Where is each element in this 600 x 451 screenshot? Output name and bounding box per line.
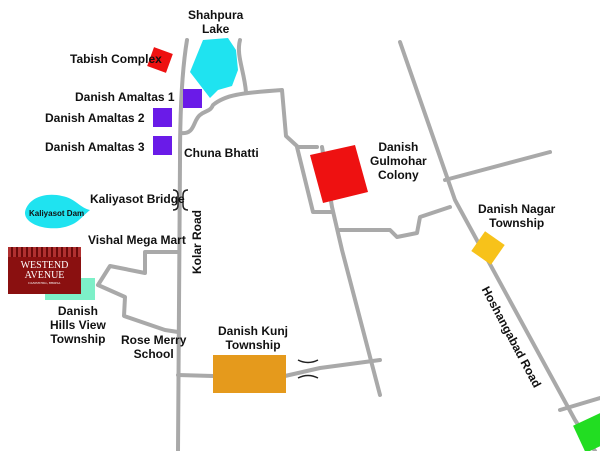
- gulmohar-west-road: [295, 145, 335, 214]
- kolar-road-line: [176, 38, 189, 451]
- vishal-mega-mart-label: Vishal Mega Mart: [88, 233, 186, 247]
- rose-merry-road: [176, 373, 215, 378]
- kaliyasot-bridge-label: Kaliyasot Bridge: [90, 192, 185, 206]
- danish-nagar-marker: [471, 231, 505, 265]
- kaliyasot-dam: [24, 194, 90, 229]
- shahpura-lake: [190, 38, 238, 98]
- chuna-bhatti-road: [179, 88, 319, 149]
- danish-gulmohar-marker: [310, 145, 368, 203]
- bridge-icon: [172, 189, 189, 211]
- kaliyasot-dam-label: Kaliyasot Dam: [29, 209, 85, 218]
- danish-amaltas-1-label: Danish Amaltas 1: [75, 90, 175, 104]
- kunj-road: [283, 358, 382, 378]
- bottom-right-road: [558, 396, 600, 412]
- western-loop-road: [96, 250, 180, 334]
- lake-east-road: [236, 38, 248, 94]
- kolar-road-label: Kolar Road: [190, 209, 205, 275]
- bridge-icon: [297, 359, 319, 379]
- danish-amaltas-3-marker: [153, 136, 172, 155]
- danish-amaltas-3-label: Danish Amaltas 3: [45, 140, 145, 154]
- chuna-bhatti-label: Chuna Bhatti: [184, 146, 259, 160]
- danish-amaltas-1-marker: [183, 89, 202, 108]
- green-marker: [573, 413, 600, 451]
- danish-amaltas-2-marker: [153, 108, 172, 127]
- westend-avenue-logo: WESTEND AVENUE DANISH HILL, BHOPAL: [8, 247, 81, 294]
- tabish-complex-marker: [147, 47, 173, 73]
- tabish-complex-label: Tabish Complex: [70, 52, 162, 66]
- gulmohar-south-road: [338, 205, 452, 239]
- east-road: [443, 150, 552, 182]
- danish-amaltas-2-label: Danish Amaltas 2: [45, 111, 145, 125]
- danish-kunj-marker: [213, 355, 286, 393]
